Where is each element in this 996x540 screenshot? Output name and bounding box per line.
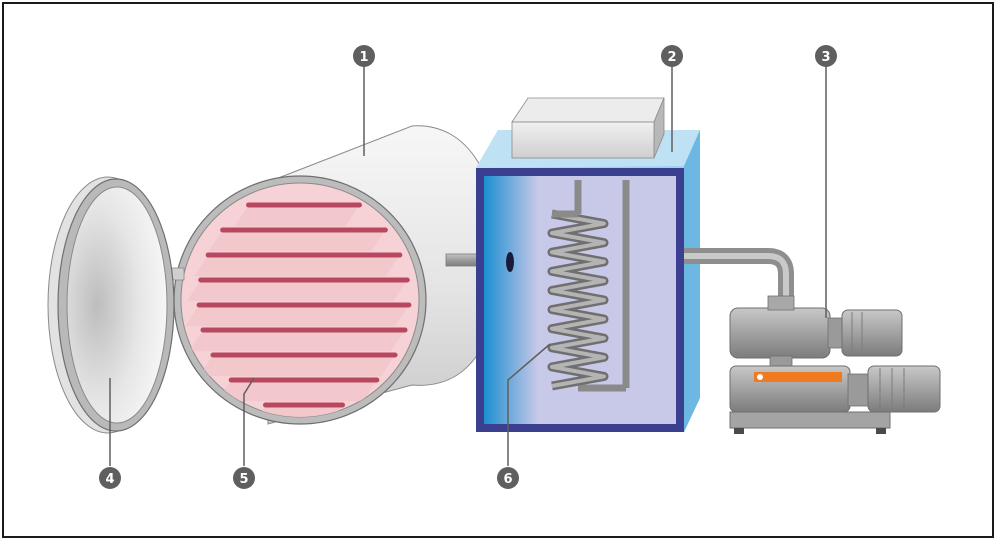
pump-base bbox=[729, 411, 891, 429]
callout-badge-2: 2 bbox=[661, 45, 683, 67]
condenser-inlet bbox=[506, 252, 514, 272]
callout-number-4: 4 bbox=[105, 472, 114, 487]
shelf-tray bbox=[234, 205, 360, 227]
shelf-tray bbox=[194, 255, 400, 277]
shelf-tray bbox=[185, 305, 409, 327]
shelf-tray bbox=[186, 280, 408, 302]
callout-number-2: 2 bbox=[667, 50, 676, 65]
callout-number-3: 3 bbox=[821, 50, 830, 65]
shelves bbox=[185, 202, 412, 417]
callout-number-6: 6 bbox=[503, 472, 512, 487]
leader-6 bbox=[507, 343, 551, 466]
callout-number-1: 1 bbox=[359, 50, 368, 65]
callout-badge-6: 6 bbox=[497, 467, 519, 489]
shelf-tray bbox=[251, 405, 343, 417]
leader-5 bbox=[243, 377, 255, 466]
callout-badge-4: 4 bbox=[99, 467, 121, 489]
pump-pipe-highlight bbox=[684, 253, 789, 310]
shelf-tray bbox=[217, 380, 377, 402]
leader-lines bbox=[109, 64, 827, 466]
booster-motor bbox=[841, 309, 903, 357]
condenser-refrigeration-unit bbox=[511, 121, 655, 159]
callout-badges: 1 2 3 4 5 6 bbox=[99, 45, 837, 489]
shelf-tray bbox=[188, 330, 406, 352]
door bbox=[47, 176, 185, 434]
callout-badge-5: 5 bbox=[233, 467, 255, 489]
callout-number-5: 5 bbox=[239, 472, 248, 487]
shelf-tray bbox=[208, 230, 386, 252]
booster-pump bbox=[729, 307, 831, 359]
condenser-inner-wall bbox=[484, 176, 538, 424]
callout-badge-3: 3 bbox=[815, 45, 837, 67]
pump-brand-label bbox=[754, 372, 842, 382]
callout-badge-1: 1 bbox=[353, 45, 375, 67]
coil-tube-highlight bbox=[550, 212, 606, 388]
vacuum-pump bbox=[729, 295, 941, 434]
shelf-tray bbox=[198, 355, 396, 377]
refrigeration-coil bbox=[547, 180, 630, 392]
pump-logo-icon bbox=[757, 374, 763, 380]
door-window bbox=[66, 186, 168, 424]
